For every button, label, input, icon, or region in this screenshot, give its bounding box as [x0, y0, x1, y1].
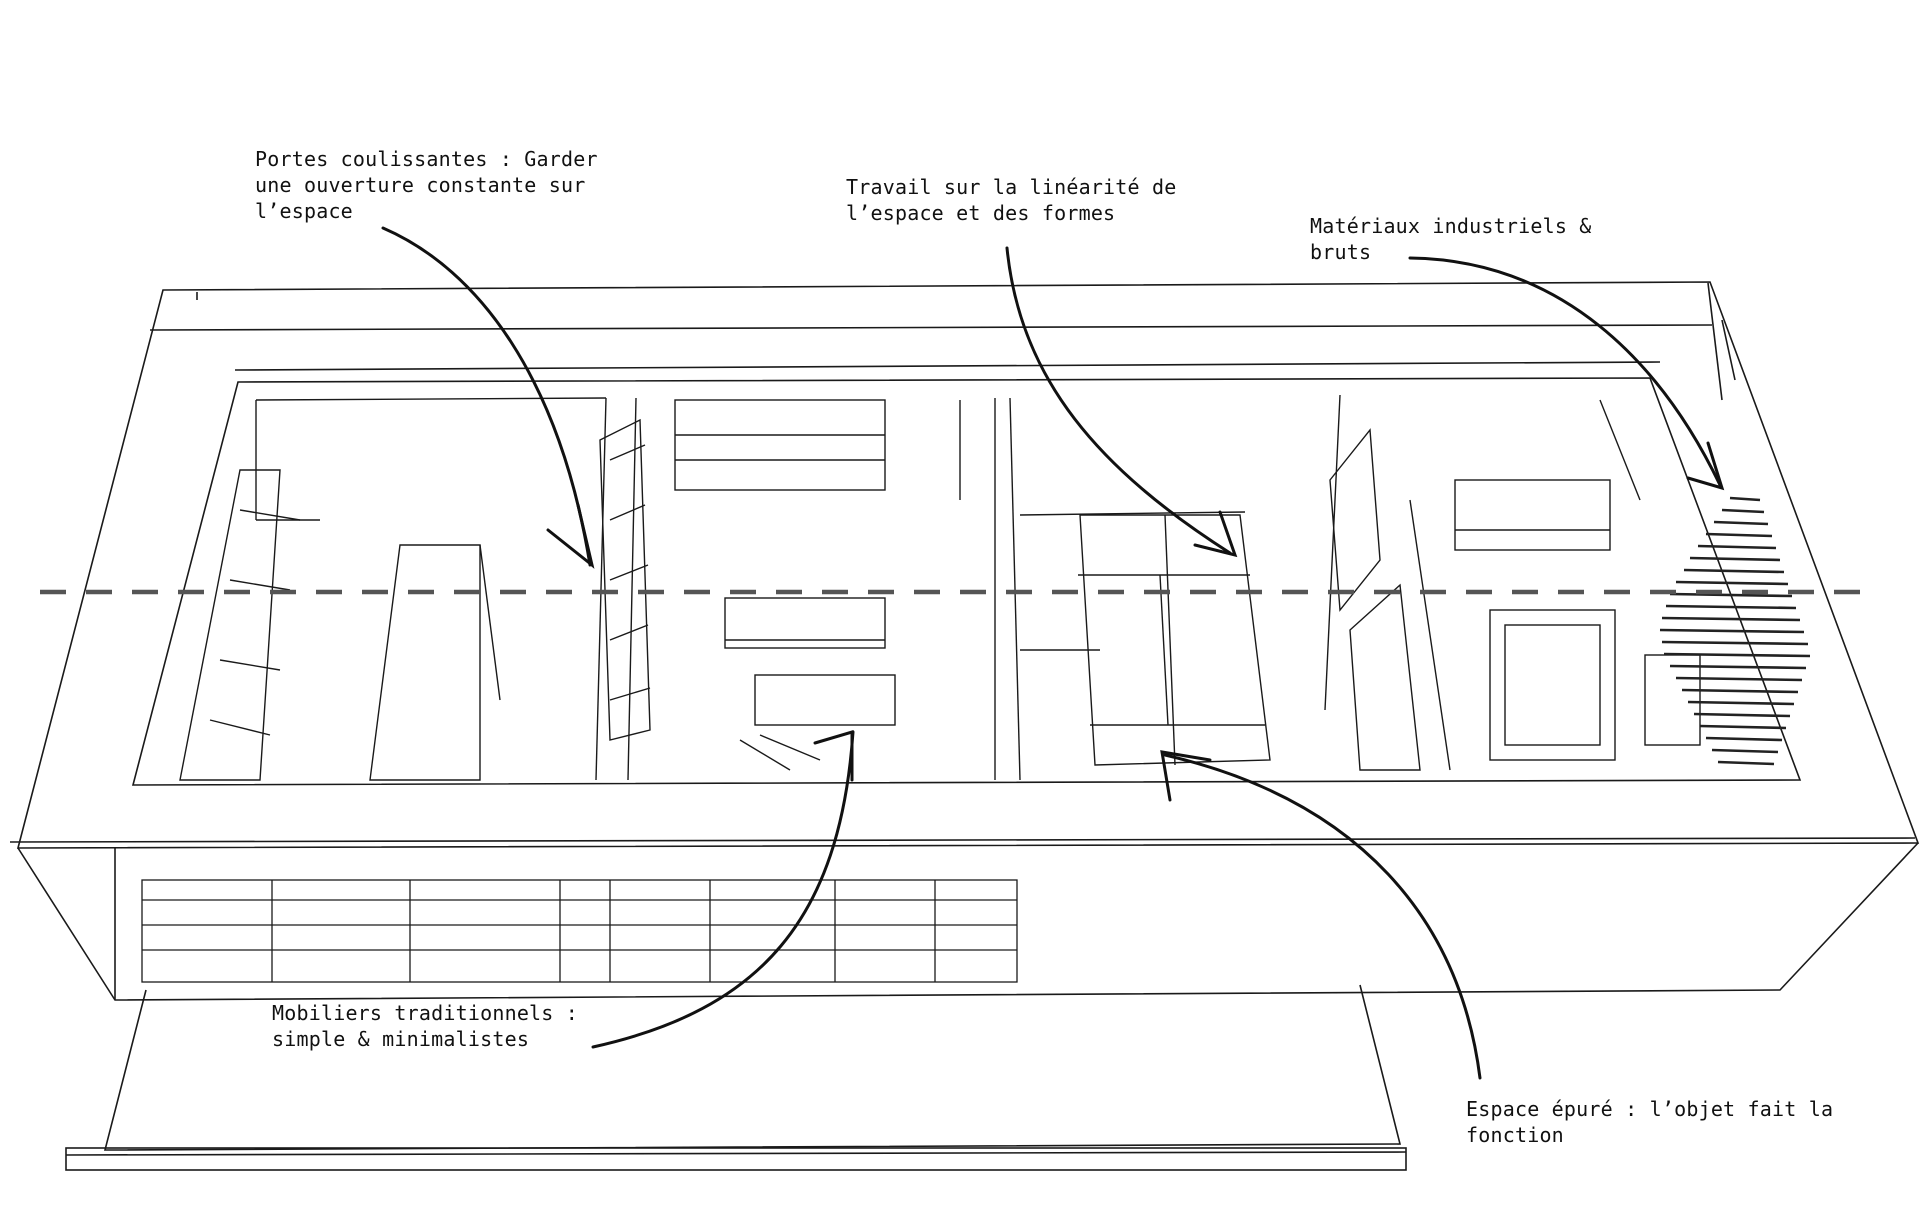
building-outline — [9, 281, 1920, 1171]
arrowhead-portes — [546, 503, 595, 569]
railing — [65, 1147, 1407, 1171]
annotation-furniture: Mobiliers traditionnels : simple & minim… — [272, 1000, 578, 1052]
chair — [739, 739, 791, 771]
partition — [627, 397, 637, 781]
shelf-unit — [674, 399, 886, 491]
arrow-portes — [381, 226, 592, 567]
door-slat — [609, 564, 649, 581]
railing-top — [65, 1151, 1407, 1156]
small-table — [1644, 654, 1701, 746]
partition — [1409, 499, 1451, 771]
arrowhead-travail — [1193, 510, 1238, 558]
arrowhead-espace — [1160, 750, 1212, 802]
annotation-line: une ouverture constante sur — [255, 173, 586, 197]
corner-line — [1721, 319, 1736, 381]
frame-line — [1019, 511, 1246, 516]
annotation-line: Portes coulissantes : Garder — [255, 147, 598, 171]
arrowhead-materiaux — [1686, 441, 1725, 491]
shelf — [239, 509, 301, 521]
arrowhead-mobiliers — [813, 729, 854, 782]
roof-slab-inner — [131, 377, 1802, 786]
industrial-wall — [1659, 496, 1811, 766]
frame-grid — [1079, 514, 1271, 766]
frame-line — [1159, 574, 1169, 726]
annotation-space: Espace épuré : l’objet fait la fonction — [1466, 1096, 1833, 1148]
kitchen-counter — [1454, 479, 1611, 551]
coffee-table — [754, 674, 896, 726]
partition — [595, 397, 607, 781]
frame-line — [1164, 514, 1176, 766]
partition — [1599, 399, 1641, 501]
partition — [1009, 397, 1021, 781]
annotation-sliding-doors: Portes coulissantes : Garder une ouvertu… — [255, 146, 598, 224]
annotation-line: bruts — [1310, 240, 1372, 264]
chair — [759, 734, 821, 761]
shelf — [209, 719, 271, 736]
annotation-line: Travail sur la linéarité de — [846, 175, 1177, 199]
annotation-linearity: Travail sur la linéarité de l’espace et … — [846, 174, 1177, 226]
bathtub-inner — [1504, 624, 1601, 746]
sliding-door-2 — [1329, 428, 1381, 612]
partition — [1324, 394, 1341, 711]
slab-edge — [149, 324, 1713, 331]
annotation-line: l’espace — [255, 199, 353, 223]
corner-line — [1707, 282, 1723, 401]
sliding-door-3 — [1349, 583, 1421, 771]
roof-slab-outer — [16, 281, 1920, 849]
shelf — [229, 579, 291, 591]
door-slat — [609, 624, 649, 641]
arrow-mobiliers — [591, 730, 855, 1049]
wall-unit — [179, 469, 281, 781]
sofa — [724, 597, 886, 649]
arrow-travail — [1005, 246, 1232, 555]
annotation-line: Mobiliers traditionnels : — [272, 1001, 579, 1025]
arrow-espace — [1163, 753, 1482, 1080]
bathtub — [1489, 609, 1616, 761]
door-slat — [609, 444, 646, 461]
annotation-materials: Matériaux industriels & bruts — [1310, 213, 1592, 265]
annotation-line: Matériaux industriels & — [1310, 214, 1592, 238]
annotation-arrows — [381, 226, 1725, 1080]
facade-windows — [141, 879, 1018, 983]
long-table — [369, 544, 481, 781]
door-slat — [609, 504, 646, 521]
annotation-line: Espace épuré : l’objet fait la — [1466, 1097, 1834, 1121]
annotation-line: simple & minimalistes — [272, 1027, 530, 1051]
facade — [17, 842, 1919, 1001]
arrow-materiaux — [1408, 256, 1722, 487]
annotation-line: fonction — [1466, 1123, 1564, 1147]
shelf — [219, 659, 281, 671]
annotation-line: l’espace et des formes — [846, 201, 1116, 225]
slab-edge — [9, 837, 1916, 843]
wall — [255, 397, 607, 401]
sliding-door-1 — [599, 418, 651, 741]
table-edge — [479, 544, 501, 701]
terrace — [103, 984, 1402, 1151]
slab-edge — [234, 361, 1661, 371]
interior-walls — [179, 394, 1701, 781]
